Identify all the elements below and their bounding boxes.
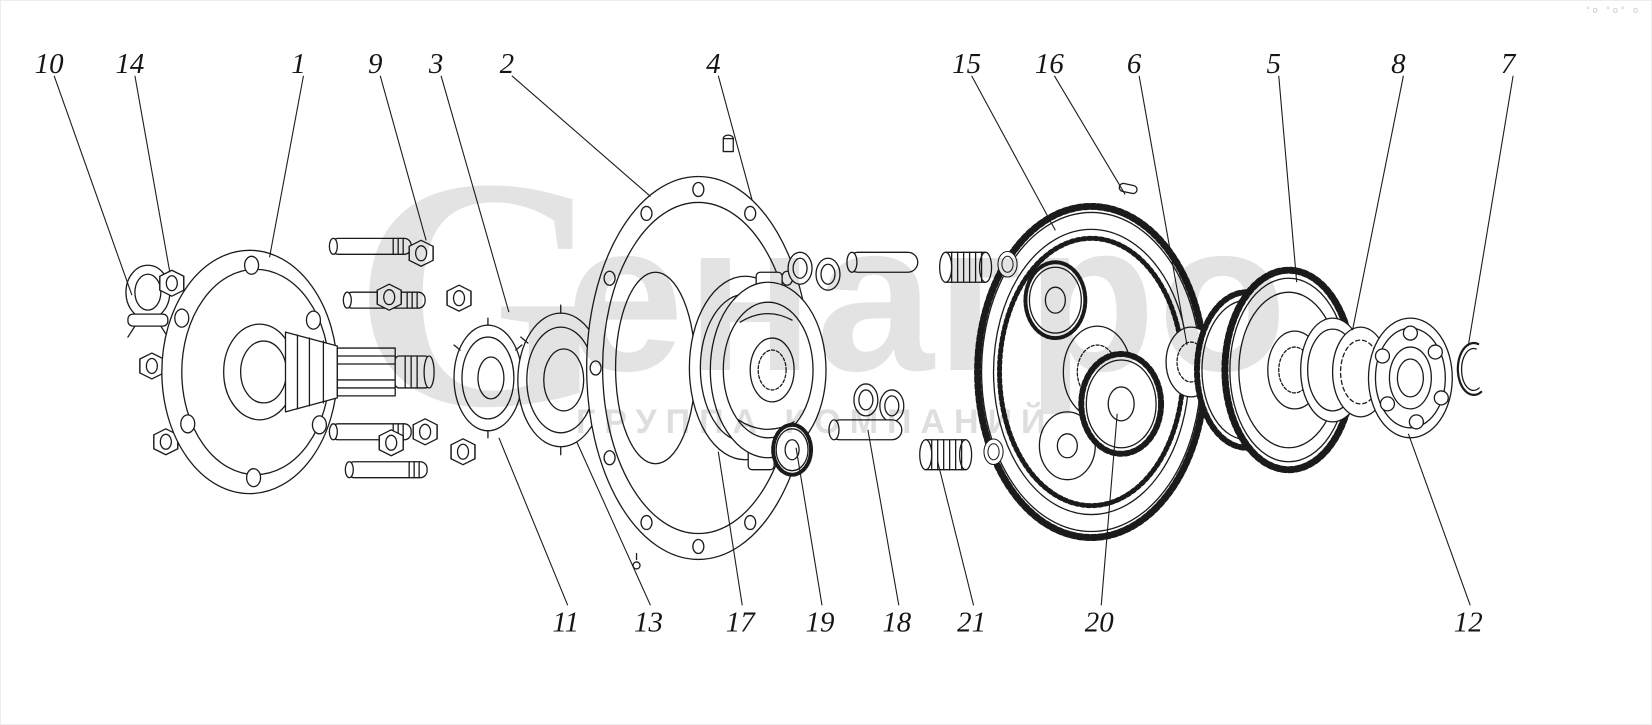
leader-line xyxy=(1467,75,1514,347)
callout-6: 6 xyxy=(1127,48,1188,346)
callout-3: 3 xyxy=(428,48,510,313)
part-number-21: 21 xyxy=(957,606,986,638)
callout-16: 16 xyxy=(1035,48,1126,195)
retaining-ring-icon xyxy=(983,438,1004,466)
part-number-20: 20 xyxy=(1085,606,1114,638)
leader-line xyxy=(867,429,900,606)
part-number-15: 15 xyxy=(952,48,981,80)
leader-line xyxy=(1352,75,1404,331)
callout-15: 15 xyxy=(952,48,1056,231)
pinion-shaft-part xyxy=(284,331,435,413)
leader-line xyxy=(1278,75,1298,283)
leader-line xyxy=(971,75,1056,231)
callout-17: 17 xyxy=(717,451,756,638)
part-number-10: 10 xyxy=(35,48,64,80)
hex-nut-icon xyxy=(159,269,185,297)
ball-bearing-part xyxy=(1367,317,1453,439)
callout-13: 13 xyxy=(576,441,663,638)
part-number-5: 5 xyxy=(1267,48,1281,80)
needle-bearing-part xyxy=(919,251,993,471)
leader-line xyxy=(498,437,569,606)
leader-line xyxy=(379,75,427,241)
leader-line xyxy=(440,75,510,313)
part-number-19: 19 xyxy=(806,606,835,638)
leader-line xyxy=(795,447,823,606)
leader-line xyxy=(717,75,753,201)
part-number-9: 9 xyxy=(368,48,382,80)
callout-14: 14 xyxy=(115,48,171,273)
part-number-1: 1 xyxy=(291,48,305,80)
leader-line xyxy=(1053,75,1126,195)
part-number-6: 6 xyxy=(1127,48,1142,80)
leader-line xyxy=(1407,433,1471,606)
callout-2: 2 xyxy=(500,48,651,197)
spider-shaft-part xyxy=(828,251,919,441)
hex-nut-icon xyxy=(412,418,438,446)
hub-flange-part xyxy=(161,249,338,495)
part-number-18: 18 xyxy=(882,606,911,638)
hex-nut-icon xyxy=(450,438,476,466)
callout-4: 4 xyxy=(706,48,753,201)
part-number-16: 16 xyxy=(1035,48,1064,80)
corner-watermark-text: °о °о° о xyxy=(1586,5,1641,15)
hex-nut-icon xyxy=(446,284,472,312)
hex-nut-icon xyxy=(378,429,404,457)
part-number-14: 14 xyxy=(115,48,144,80)
leader-line xyxy=(1100,413,1118,606)
leader-line xyxy=(134,75,171,273)
callout-10: 10 xyxy=(35,48,133,296)
callout-11: 11 xyxy=(498,437,579,638)
leader-line xyxy=(576,441,651,606)
lifting-eye-part xyxy=(125,264,171,338)
side-gear-part xyxy=(771,422,814,477)
wheel-stud-icon xyxy=(328,237,412,255)
retaining-ring-icon xyxy=(997,250,1018,278)
callout-9: 9 xyxy=(368,48,427,241)
planet-gear-part xyxy=(1078,351,1165,457)
callout-5: 5 xyxy=(1267,48,1298,283)
snap-ring-part xyxy=(1456,341,1483,396)
part-number-8: 8 xyxy=(1391,48,1406,80)
leader-line xyxy=(1138,75,1188,346)
callout-18: 18 xyxy=(867,429,912,638)
small-pin-part xyxy=(632,552,641,570)
leader-line xyxy=(269,75,304,258)
callout-20: 20 xyxy=(1085,413,1118,638)
hex-nut-icon xyxy=(408,239,434,267)
leader-line xyxy=(717,451,743,606)
callout-21: 21 xyxy=(937,461,986,638)
part-number-4: 4 xyxy=(706,48,720,80)
inner-bearing-part xyxy=(453,317,523,439)
callout-12: 12 xyxy=(1407,433,1483,638)
callout-8: 8 xyxy=(1352,48,1406,331)
callout-19: 19 xyxy=(795,447,835,638)
parts-layer xyxy=(125,134,1483,570)
hex-nut-icon xyxy=(376,283,402,311)
leader-line xyxy=(53,75,133,296)
part-number-12: 12 xyxy=(1454,606,1483,638)
callout-7: 7 xyxy=(1467,48,1517,347)
thrust-washer-icon xyxy=(815,257,841,291)
part-number-3: 3 xyxy=(428,48,443,80)
thrust-washer-icon xyxy=(853,383,879,417)
leader-line xyxy=(511,75,651,197)
wheel-stud-icon xyxy=(344,461,428,479)
part-number-11: 11 xyxy=(552,606,579,638)
outer-bearing-part xyxy=(517,304,605,456)
part-number-7: 7 xyxy=(1501,48,1517,80)
thrust-washer-icon xyxy=(879,389,905,423)
thrust-washer-icon xyxy=(787,251,813,285)
part-number-17: 17 xyxy=(726,606,756,638)
leader-line xyxy=(937,461,975,606)
small-bolt-part xyxy=(722,134,734,153)
callout-1: 1 xyxy=(269,48,306,258)
part-number-2: 2 xyxy=(500,48,514,80)
hex-nut-icon xyxy=(139,352,165,380)
part-number-13: 13 xyxy=(634,606,663,638)
